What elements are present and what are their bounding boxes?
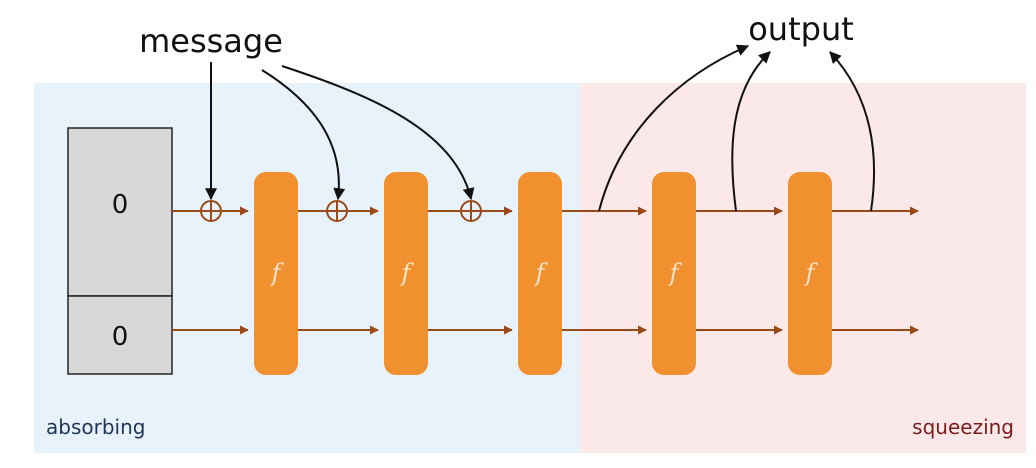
state-cell-top-value: 0: [112, 190, 129, 220]
message-label: message: [139, 22, 283, 60]
wires: [172, 206, 919, 335]
output-arrow-3: [829, 51, 876, 212]
permutation-boxes: f f f f f: [254, 172, 832, 375]
xor-icon-1: [200, 200, 222, 222]
state-cell-bottom-value: 0: [112, 322, 129, 352]
permutation-f-5: f: [788, 172, 832, 375]
permutation-f-1: f: [254, 172, 298, 375]
absorbing-label: absorbing: [46, 415, 145, 439]
state-cell-bottom: [67, 295, 173, 375]
xor-nodes: [200, 200, 482, 222]
xor-icon-2: [326, 200, 348, 222]
output-arrow-2: [731, 51, 771, 212]
message-arrow-3: [281, 65, 475, 201]
permutation-f-4: f: [652, 172, 696, 375]
output-label: output: [748, 10, 854, 48]
squeezing-label: squeezing: [912, 415, 1014, 439]
message-arrows: [205, 62, 475, 201]
output-arrows: [598, 44, 876, 212]
permutation-f-2: f: [384, 172, 428, 375]
message-arrow-2: [261, 69, 346, 201]
xor-icon-3: [460, 200, 482, 222]
output-arrow-1: [598, 44, 750, 212]
state-block: 0 0: [67, 127, 173, 375]
permutation-f-3: f: [518, 172, 562, 375]
